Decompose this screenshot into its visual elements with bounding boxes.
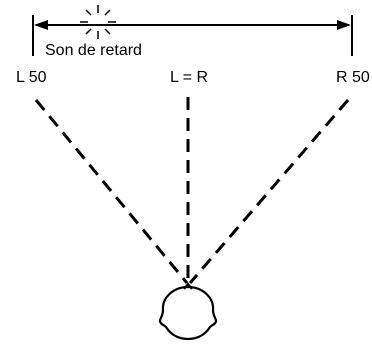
left-path	[36, 100, 187, 283]
right-arrowhead	[337, 20, 351, 30]
center-position-label: L = R	[170, 70, 208, 86]
right-position-label: R 50	[336, 70, 370, 86]
left-position-label: L 50	[16, 70, 47, 86]
head-icon	[160, 284, 216, 339]
right-path	[190, 100, 348, 283]
left-arrowhead	[34, 20, 48, 30]
starburst-icon	[80, 5, 116, 39]
sound-paths	[36, 97, 348, 283]
delayed-sound-label: Son de retard	[45, 43, 142, 59]
